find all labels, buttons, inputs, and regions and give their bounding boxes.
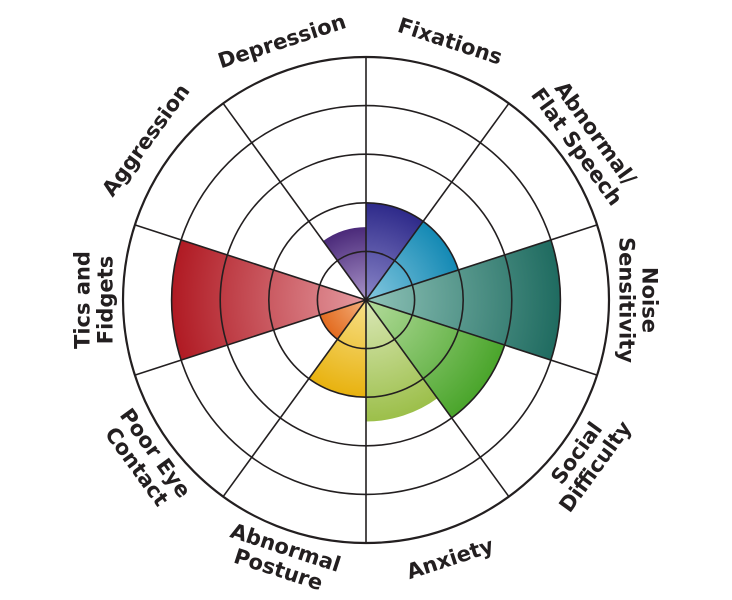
label-abnormal-posture: AbnormalPosture (220, 519, 343, 599)
sector-fixations (366, 202, 424, 300)
label-line: Anxiety (404, 533, 497, 584)
sector-anxiety (366, 300, 438, 422)
label-line: Depression (215, 9, 349, 73)
label-anxiety: Anxiety (404, 533, 497, 584)
label-line: Fidgets (94, 256, 118, 344)
grid-spoke (222, 102, 367, 301)
grid-spoke (134, 299, 367, 376)
grid-spoke (365, 102, 510, 301)
label-line: Tics and (71, 251, 95, 349)
grid-layer (121, 55, 611, 545)
label-noise-sensitivity: NoiseSensitivity (615, 237, 662, 363)
label-abnormal-flat-speech: Abnormal/Flat Speech (526, 70, 646, 210)
grid-spoke (222, 299, 367, 498)
label-aggression: Aggression (97, 79, 194, 200)
sector-abnormal-flat-speech (366, 221, 459, 300)
grid-spoke (365, 224, 598, 301)
label-line: Noise (638, 267, 662, 333)
sector-poor-eye-contact (319, 300, 366, 340)
label-line: Aggression (97, 79, 194, 200)
label-line: Sensitivity (615, 237, 639, 363)
grid-spoke (365, 299, 510, 498)
label-depression: Depression (215, 9, 349, 73)
grid-spoke (365, 299, 598, 376)
label-poor-eye-contact: Poor EyeContact (96, 404, 195, 516)
label-social-difficulty: SocialDifficulty (536, 403, 637, 517)
sector-depression (323, 227, 366, 300)
sector-abnormal-posture (308, 300, 366, 398)
label-tics-and-fidgets: Tics andFidgets (71, 251, 118, 349)
grid-spoke (134, 224, 367, 301)
sector-social-difficulty (366, 300, 505, 418)
